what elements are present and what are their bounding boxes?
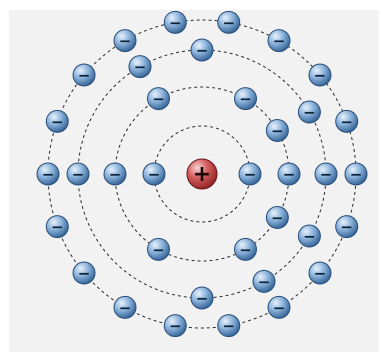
electron-icon	[235, 238, 257, 260]
electron-icon	[191, 39, 213, 61]
electron-shell-4: −	[46, 216, 68, 238]
electron-icon	[268, 296, 290, 318]
electron-shell-2: −	[235, 88, 257, 110]
electron-icon	[336, 110, 358, 132]
electron-shell-4: −	[268, 296, 290, 318]
electron-icon	[46, 110, 68, 132]
electron-icon	[239, 163, 261, 185]
electron-icon	[143, 163, 165, 185]
electron-shell-4: −	[37, 163, 59, 185]
electron-icon	[315, 163, 337, 185]
electron-icon	[218, 11, 240, 33]
electron-icon	[235, 88, 257, 110]
electron-shell-2: −	[148, 238, 170, 260]
electron-shell-1: −	[239, 163, 261, 185]
electron-shell-4: −	[336, 110, 358, 132]
electron-shell-4: −	[46, 110, 68, 132]
electron-shell-4: −	[114, 30, 136, 52]
electron-icon	[73, 262, 95, 284]
electron-shell-4: −	[73, 64, 95, 86]
electron-icon	[336, 216, 358, 238]
electron-icon	[298, 225, 320, 247]
electron-shell-4: −	[309, 64, 331, 86]
electron-icon	[46, 216, 68, 238]
electron-icon	[37, 163, 59, 185]
electron-shell-4: −	[73, 262, 95, 284]
electron-icon	[309, 64, 331, 86]
electron-icon	[345, 163, 367, 185]
electron-icon	[114, 30, 136, 52]
electron-shell-1: −	[143, 163, 165, 185]
electron-icon	[191, 287, 213, 309]
electron-icon	[253, 270, 275, 292]
nucleus: +	[187, 159, 217, 189]
electron-icon	[67, 163, 89, 185]
electron-icon	[266, 120, 288, 142]
electron-icon	[164, 11, 186, 33]
nucleus-icon	[187, 159, 217, 189]
electron-icon	[268, 30, 290, 52]
electron-icon	[218, 315, 240, 337]
electron-icon	[298, 101, 320, 123]
electron-shell-4: −	[309, 262, 331, 284]
electron-icon	[73, 64, 95, 86]
electron-shell-3: −	[191, 39, 213, 61]
electron-icon	[164, 315, 186, 337]
electron-shell-4: −	[164, 315, 186, 337]
electron-shell-2: −	[148, 88, 170, 110]
electron-shell-4: −	[114, 296, 136, 318]
electron-shell-3: −	[298, 101, 320, 123]
electron-shell-2: −	[278, 163, 300, 185]
electron-icon	[104, 163, 126, 185]
electron-shell-2: −	[104, 163, 126, 185]
electron-icon	[309, 262, 331, 284]
electron-shell-4: −	[164, 11, 186, 33]
electron-shell-2: −	[235, 238, 257, 260]
electron-shell-3: −	[315, 163, 337, 185]
electron-shell-2: −	[266, 120, 288, 142]
electron-icon	[129, 56, 151, 78]
electron-shell-3: −	[253, 270, 275, 292]
electron-icon	[114, 296, 136, 318]
electron-shell-4: −	[218, 11, 240, 33]
electron-shell-3: −	[67, 163, 89, 185]
electron-icon	[148, 88, 170, 110]
electron-icon	[148, 238, 170, 260]
electron-shell-3: −	[129, 56, 151, 78]
electron-shell-4: −	[268, 30, 290, 52]
electron-icon	[278, 163, 300, 185]
electron-shell-4: −	[336, 216, 358, 238]
electron-shell-3: −	[191, 287, 213, 309]
electron-icon	[266, 207, 288, 229]
electron-shell-4: −	[345, 163, 367, 185]
electron-shell-4: −	[218, 315, 240, 337]
electron-shell-2: −	[266, 207, 288, 229]
electron-shell-3: −	[298, 225, 320, 247]
